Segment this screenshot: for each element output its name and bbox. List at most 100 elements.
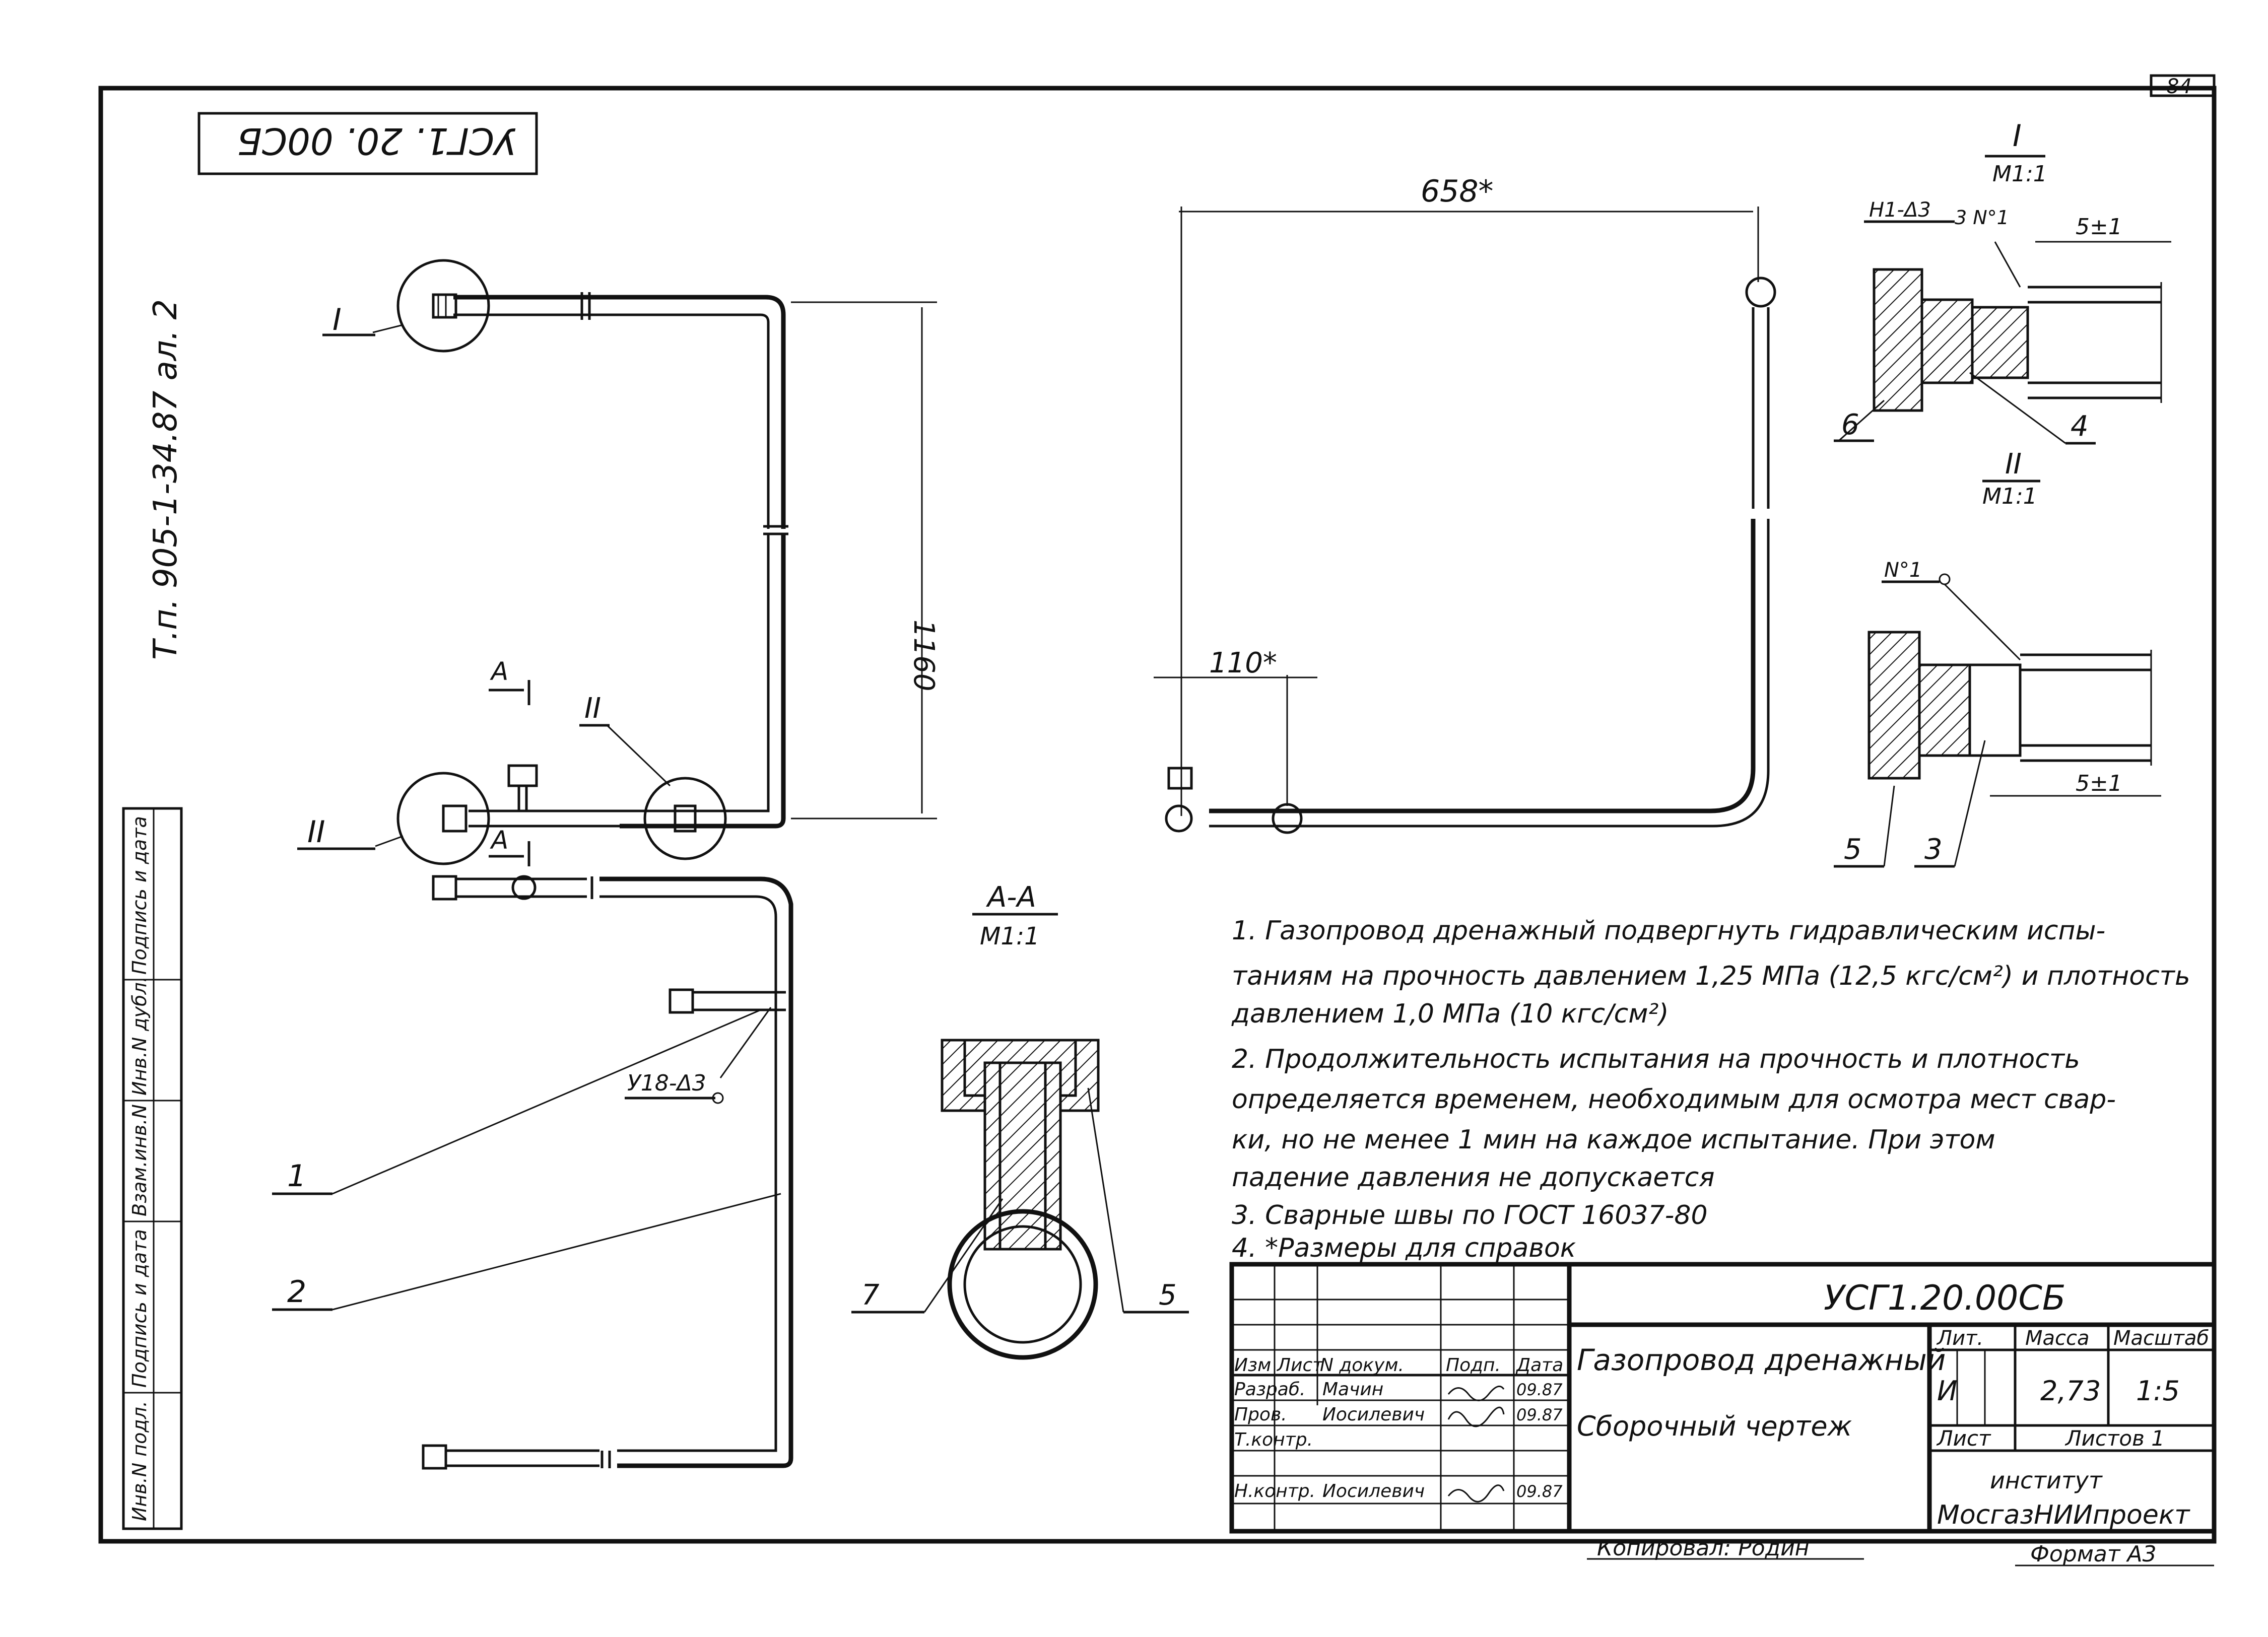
side-label-podpis-2: Подпись и дата	[128, 816, 151, 975]
position-4: 4	[2071, 410, 2089, 443]
position-5-detail: 5	[1844, 833, 1862, 866]
gap-I: 5±1	[2076, 214, 2122, 240]
section-AA-view: А-А М1:1 7 5	[851, 881, 1189, 1360]
detail-I-scale: М1:1	[1992, 161, 2047, 187]
dim-height-1160: 1160	[907, 620, 940, 692]
detail-I-nut	[1873, 268, 1923, 412]
tb-org-line2: МосгазНИИпроект	[1937, 1500, 2190, 1530]
section-AA-title: А-А	[986, 881, 1036, 914]
nut-right-end	[1167, 767, 1193, 790]
position-2: 2	[287, 1274, 306, 1310]
signature-nkontr	[1447, 1484, 1505, 1503]
section-AA-scale: М1:1	[980, 922, 1040, 950]
nut-right-top	[1745, 277, 1776, 308]
side-label-vzam: Взам.инв.N	[128, 1104, 151, 1216]
label-detail-I: I	[332, 302, 342, 337]
side-strip: Инв.N подл. Подпись и дата Взам.инв.N Ин…	[122, 807, 183, 1530]
tee-plug	[507, 764, 538, 787]
tb-col-izm: Изм	[1234, 1355, 1271, 1376]
nut-second-pipe	[432, 875, 457, 901]
title-block: Изм Лист N докум. Подп. Дата Разраб. Про…	[1229, 1262, 2217, 1534]
note-line-8: 3. Сварные швы по ГОСТ 16037-80	[1232, 1200, 1708, 1231]
detail-II-title: II	[2005, 448, 2022, 481]
note-line-3: давлением 1,0 МПа (10 кгс/см²)	[1231, 999, 1669, 1029]
detail-II-circle-b	[643, 777, 727, 860]
tb-role-prov: Пров.	[1234, 1404, 1287, 1425]
side-label-podpis-1: Подпись и дата	[128, 1229, 151, 1388]
tb-scale-value: 1:5	[2136, 1375, 2180, 1407]
section-pipe-outer	[947, 1209, 1098, 1360]
bottom-captions: Копировал: Родин Формат А3	[1587, 1535, 2214, 1567]
tb-name-razrab: Мачин	[1322, 1379, 1383, 1400]
tb-org-line1: институт	[1990, 1467, 2103, 1494]
note-line-1: 1. Газопровод дренажный подвергнуть гидр…	[1232, 916, 2105, 946]
position-7: 7	[861, 1279, 880, 1312]
position-6: 6	[1841, 408, 1859, 441]
nut-detail-II	[442, 804, 468, 833]
note-line-5: определяется временем, необходимым для о…	[1232, 1084, 2116, 1115]
dim-width-658: 658*	[1421, 174, 1494, 209]
position-3: 3	[1924, 833, 1943, 866]
weld-mark-I: Н1-Δ3	[1869, 198, 1931, 222]
stamp-code: УСГ1. 20. 00СБ	[237, 120, 516, 162]
position-1: 1	[287, 1158, 306, 1194]
tee-second-pipe	[511, 875, 537, 900]
tb-name-prov: Иосилевич	[1322, 1404, 1425, 1425]
tb-doc-code: УСГ1.20.00СБ	[1824, 1278, 2065, 1318]
tb-sheet-label: Лист	[1936, 1426, 1991, 1451]
note-line-6: ки, но не менее 1 мин на каждое испытани…	[1232, 1125, 1995, 1155]
section-arrow-top: A	[490, 657, 508, 686]
main-view: I II II A A 1160	[272, 259, 940, 1470]
tb-col-ndok: N докум.	[1320, 1355, 1404, 1376]
note-line-9: 4. *Размеры для справок	[1232, 1233, 1576, 1263]
tb-role-tkontr: Т.контр.	[1234, 1429, 1313, 1450]
tb-date-nkontr: 09.87	[1516, 1482, 1563, 1501]
detail-II-circle-a	[396, 772, 490, 865]
tb-sheets-label: Листов 1	[2064, 1426, 2165, 1451]
gap-II: 5±1	[2076, 771, 2122, 796]
tb-date-razrab: 09.87	[1516, 1380, 1563, 1399]
tb-col-list: Лист	[1276, 1355, 1323, 1376]
stamp-box: УСГ1. 20. 00СБ	[197, 112, 538, 175]
detail-I-title: I	[2013, 118, 2022, 154]
section-arrow-bottom: A	[490, 826, 508, 855]
album-reference: Т.п. 905-1-34.87 ал. 2	[147, 299, 184, 660]
note-line-4: 2. Продолжительность испытания на прочно…	[1232, 1044, 2080, 1074]
signature-prov	[1447, 1406, 1505, 1427]
side-label-inv-dubl: Инв.N дубл.	[128, 976, 151, 1096]
nut-bottom	[422, 1444, 447, 1470]
detail-I-circle	[396, 259, 490, 353]
nut-branch	[669, 988, 694, 1014]
tb-col-data: Дата	[1515, 1355, 1563, 1376]
nut-detail-I	[432, 293, 457, 319]
label-detail-II-b: II	[584, 692, 601, 725]
tb-name-line2: Сборочный чертеж	[1577, 1410, 1852, 1442]
tb-lit-value: И	[1937, 1375, 1957, 1407]
position-5-section: 5	[1159, 1279, 1177, 1312]
tb-lit-label: Лит.	[1936, 1327, 1983, 1350]
sheet-number: 84	[2166, 75, 2192, 98]
detail-II-view: II М1:1 N°1 5±1 5 3	[1834, 448, 2161, 868]
tb-name-line1: Газопровод дренажный	[1577, 1343, 1946, 1377]
technical-notes: 1. Газопровод дренажный подвергнуть гидр…	[1231, 916, 2190, 1263]
note-line-7: падение давления не допускается	[1232, 1163, 1715, 1193]
tb-scale-label: Масштаб	[2113, 1327, 2209, 1350]
upper-pipe	[453, 295, 786, 529]
tb-role-nkontr: Н.контр.	[1234, 1481, 1315, 1502]
side-label-inv-podl: Инв.N подл.	[128, 1401, 151, 1521]
weld-number-II: N°1	[1884, 559, 1922, 582]
tee-right	[1272, 803, 1303, 834]
weld-number-I: 3 N°1	[1955, 207, 2009, 229]
detail-II-nut	[1867, 631, 1921, 780]
tb-mass-label: Масса	[2025, 1327, 2090, 1350]
sheet-frame: 84	[98, 74, 2217, 1544]
tb-col-podp: Подп.	[1446, 1355, 1501, 1376]
label-detail-II-a: II	[307, 814, 325, 850]
copied-by: Копировал: Родин	[1597, 1535, 1809, 1561]
tb-role-razrab: Разраб.	[1234, 1379, 1305, 1400]
signature-razrab	[1447, 1385, 1505, 1401]
format-label: Формат А3	[2030, 1541, 2157, 1567]
right-view: 658* 110*	[1154, 174, 1776, 834]
detail-I-view: I М1:1 Н1-Δ3 3 N°1 5±1 6 4	[1834, 118, 2171, 445]
